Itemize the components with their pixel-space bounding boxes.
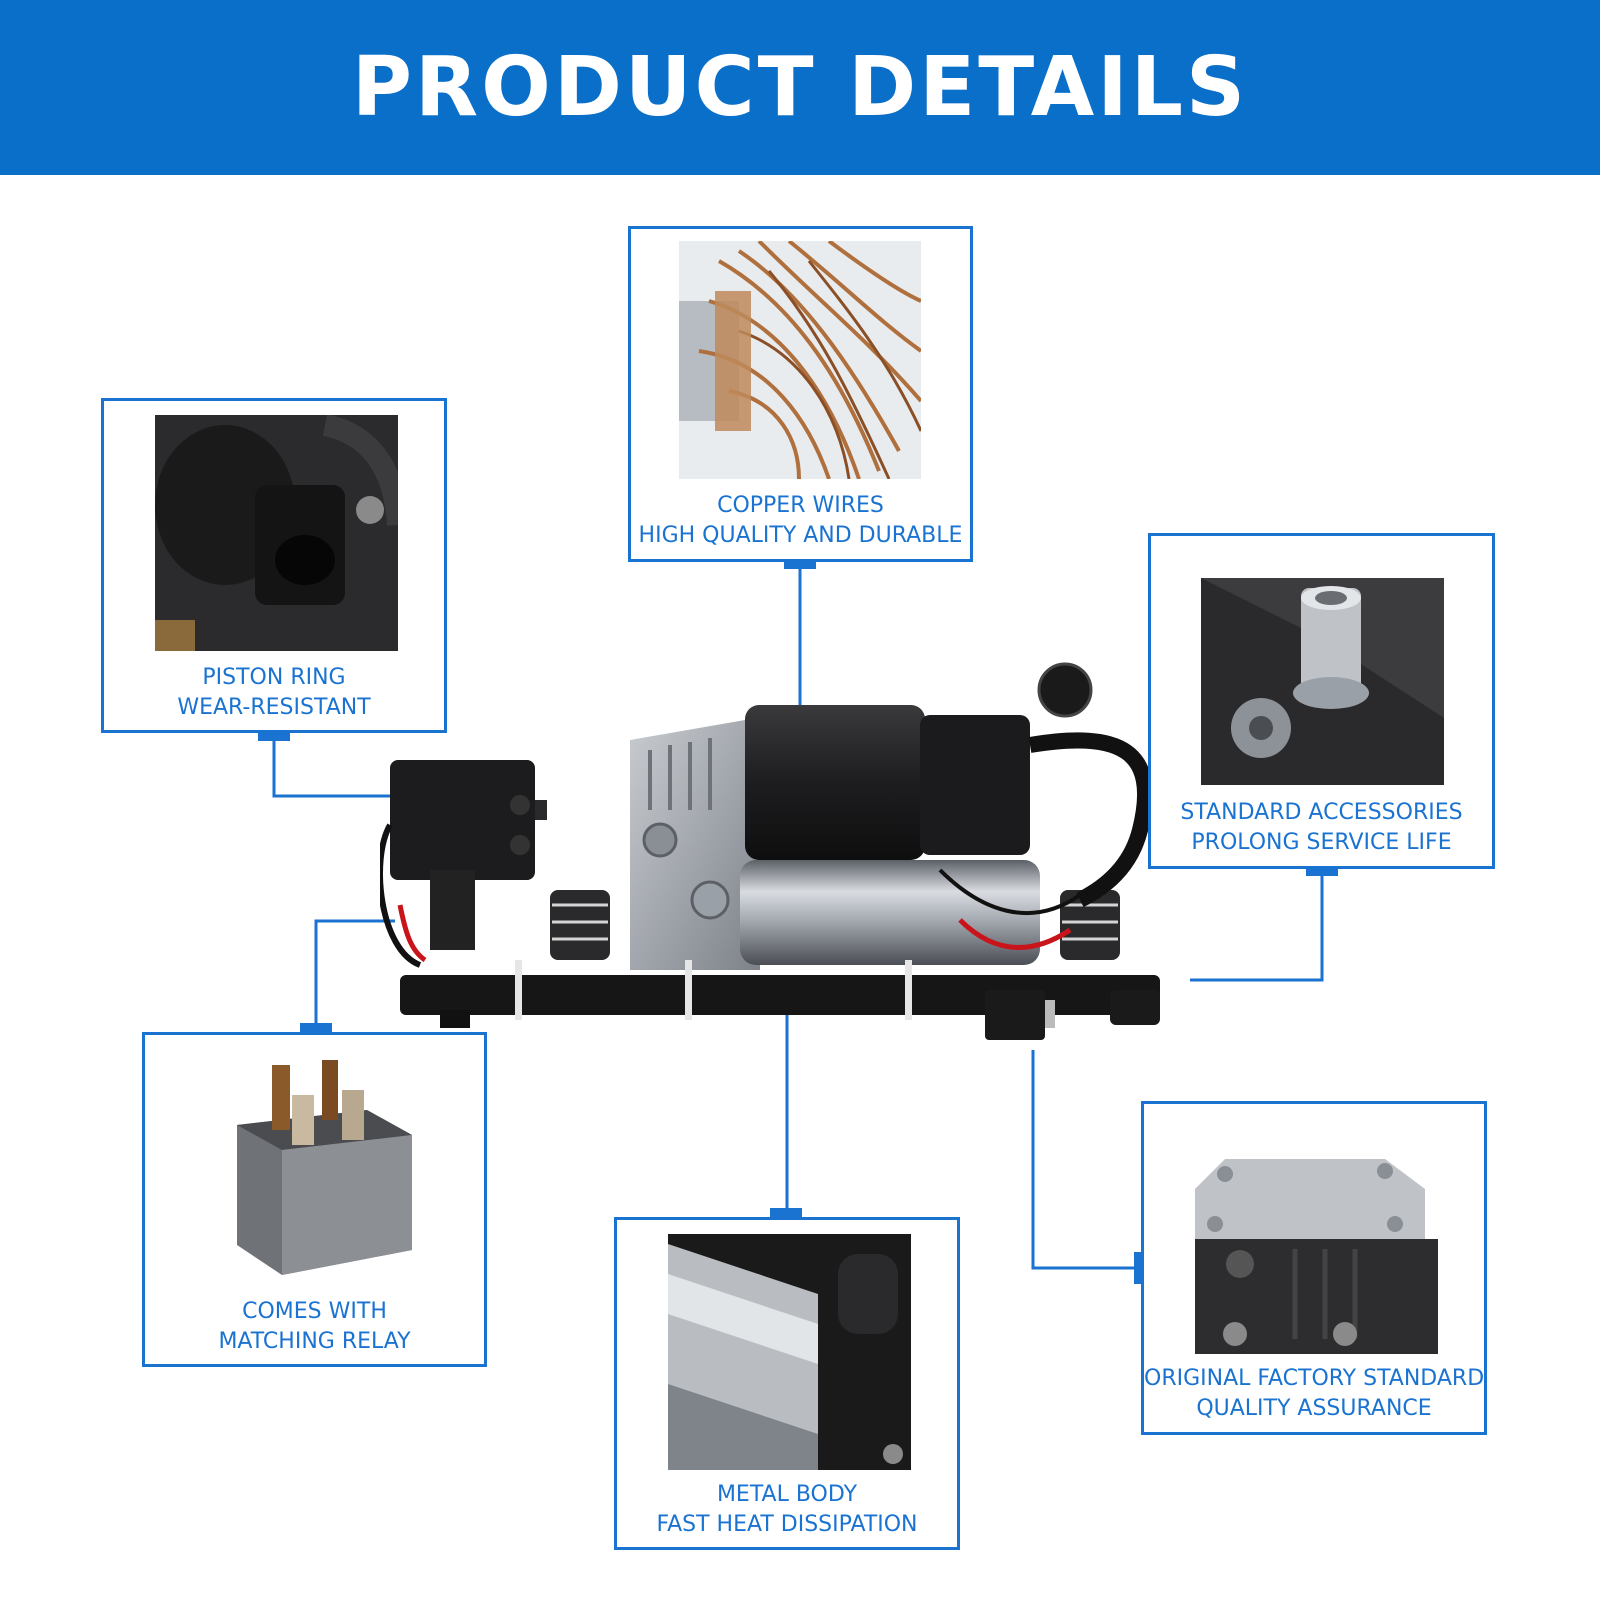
- air-compressor-image: [377, 660, 1210, 1080]
- metal-body-tab: [770, 1208, 802, 1218]
- air-compressor-illustration: [377, 662, 1160, 1040]
- matching-relay-line1: COMES WITH: [242, 1299, 387, 1324]
- piston-ring-caption: PISTON RING WEAR-RESISTANT: [104, 663, 444, 723]
- copper-wires-line2: HIGH QUALITY AND DURABLE: [638, 523, 963, 548]
- original-factory-line2: QUALITY ASSURANCE: [1196, 1396, 1432, 1421]
- callout-matching-relay: COMES WITH MATCHING RELAY: [142, 1032, 487, 1367]
- standard-accessories-tab: [1306, 866, 1338, 876]
- connector-factory: [1031, 1050, 1142, 1270]
- callout-original-factory: ORIGINAL FACTORY STANDARD QUALITY ASSURA…: [1141, 1101, 1487, 1435]
- connector-relay: [314, 919, 395, 1027]
- matching-relay-line2: MATCHING RELAY: [218, 1329, 411, 1354]
- piston-ring-line1: PISTON RING: [202, 665, 346, 690]
- standard-accessories-line1: STANDARD ACCESSORIES: [1180, 800, 1463, 825]
- original-factory-caption: ORIGINAL FACTORY STANDARD QUALITY ASSURA…: [1144, 1364, 1484, 1424]
- connector-piston: [272, 735, 395, 798]
- copper-wires-caption: COPPER WIRES HIGH QUALITY AND DURABLE: [631, 491, 970, 551]
- callout-piston-ring: PISTON RING WEAR-RESISTANT: [101, 398, 447, 733]
- piston-ring-tab: [258, 731, 290, 741]
- connector-accessories: [1190, 868, 1324, 982]
- callout-standard-accessories: STANDARD ACCESSORIES PROLONG SERVICE LIF…: [1148, 533, 1495, 869]
- metal-body-line2: FAST HEAT DISSIPATION: [656, 1512, 918, 1537]
- piston-ring-photo: [155, 415, 398, 651]
- callout-metal-body: METAL BODY FAST HEAT DISSIPATION: [614, 1217, 960, 1550]
- standard-accessories-line2: PROLONG SERVICE LIFE: [1191, 830, 1452, 855]
- copper-wires-tab: [784, 559, 816, 569]
- metal-body-photo: [668, 1234, 911, 1470]
- standard-accessories-caption: STANDARD ACCESSORIES PROLONG SERVICE LIF…: [1151, 798, 1492, 858]
- matching-relay-caption: COMES WITH MATCHING RELAY: [145, 1297, 484, 1357]
- callout-copper-wires: COPPER WIRES HIGH QUALITY AND DURABLE: [628, 226, 973, 562]
- metal-body-line1: METAL BODY: [716, 1482, 858, 1507]
- original-factory-tab: [1134, 1252, 1144, 1284]
- copper-wires-line1: COPPER WIRES: [717, 493, 884, 518]
- copper-wires-photo: [679, 241, 921, 479]
- page-title: PRODUCT DETAILS: [351, 40, 1249, 135]
- header-banner: PRODUCT DETAILS: [0, 0, 1600, 175]
- piston-ring-line2: WEAR-RESISTANT: [177, 695, 371, 720]
- matching-relay-tab: [300, 1023, 332, 1033]
- original-factory-photo: [1195, 1159, 1438, 1354]
- original-factory-line1: ORIGINAL FACTORY STANDARD: [1144, 1366, 1485, 1391]
- matching-relay-photo: [217, 1055, 417, 1285]
- metal-body-caption: METAL BODY FAST HEAT DISSIPATION: [617, 1480, 957, 1540]
- standard-accessories-photo: [1201, 578, 1444, 785]
